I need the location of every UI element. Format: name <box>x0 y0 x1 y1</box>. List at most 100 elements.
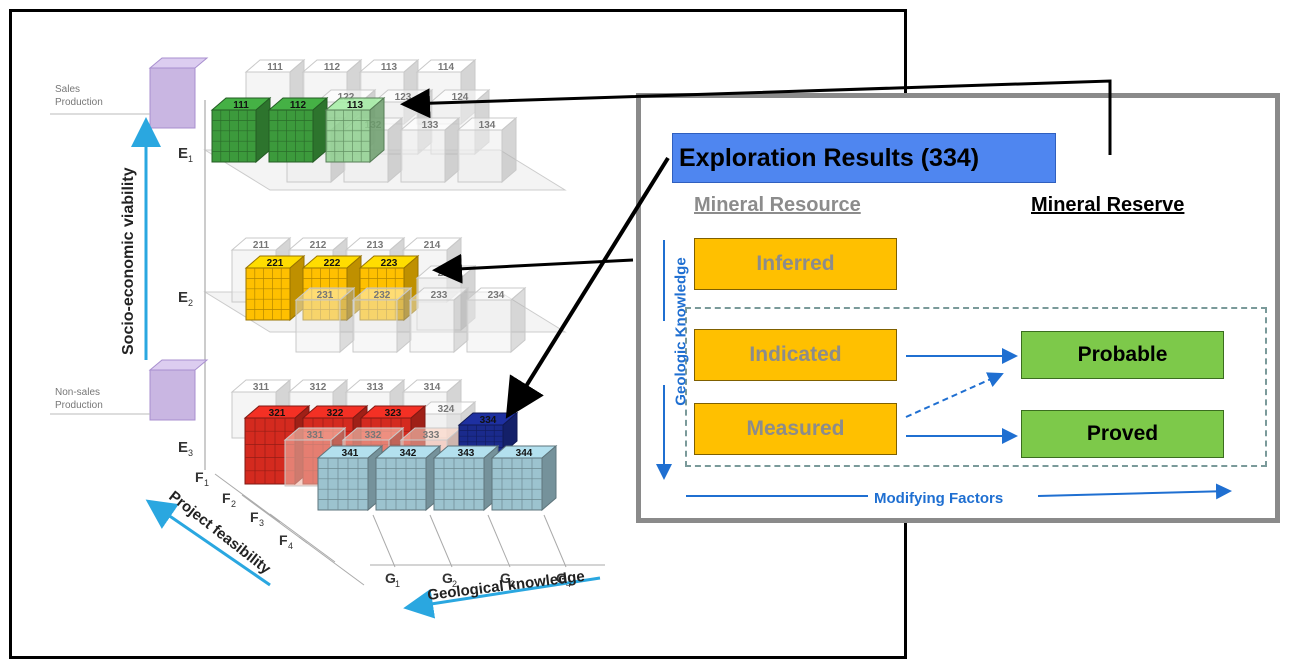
cube-green-111-side <box>255 96 271 164</box>
cube-red-321-label: 321 <box>269 408 286 419</box>
f-axis-sub-3: 3 <box>259 518 264 528</box>
cube-blue-334-label: 334 <box>480 415 497 426</box>
e-axis-sub-3: 3 <box>188 448 193 458</box>
f-axis-sub-2: 2 <box>231 499 236 509</box>
cube-green-113-label: 113 <box>347 100 364 111</box>
g-grid-2 <box>429 514 453 568</box>
g-grid-3 <box>487 514 511 568</box>
cube-124-label: 124 <box>452 92 469 103</box>
cube-231-front <box>295 299 341 353</box>
g-axis-3: G <box>500 570 511 586</box>
cube-233-front <box>409 299 455 353</box>
f-axis-sub-1: 1 <box>204 478 209 488</box>
proved-box: Proved <box>1021 410 1224 458</box>
panel-arrows <box>656 240 1232 500</box>
cube-teal-344-front <box>491 457 543 511</box>
cube-orange-221-label: 221 <box>267 258 284 269</box>
cube-teal-344-side <box>541 444 557 512</box>
cube-332-label: 332 <box>365 430 382 441</box>
cube-234-side <box>510 286 526 354</box>
dashed-group <box>685 307 1267 467</box>
f-axis-3: F <box>250 509 259 525</box>
nonsales-label-2: Production <box>55 400 103 411</box>
f-grid-4 <box>298 536 365 586</box>
g-grid-1 <box>372 514 396 568</box>
sales-label-1: Sales <box>55 84 80 95</box>
cube-232-label: 232 <box>374 290 391 301</box>
cube-133-label: 133 <box>422 120 439 131</box>
cube-teal-342-label: 342 <box>400 448 417 459</box>
modifying-factors-label: Modifying Factors <box>874 490 1004 507</box>
cube-214-label: 214 <box>424 240 441 251</box>
e-axis-3: E <box>178 439 188 456</box>
f-axis-sub-4: 4 <box>288 541 293 551</box>
cube-orange-222-label: 222 <box>324 258 341 269</box>
cube-green-111-front <box>211 109 257 163</box>
cube-green-112-label: 112 <box>290 100 307 111</box>
cube-233-side <box>453 286 469 354</box>
e-axis-1: E <box>178 145 188 162</box>
f-grid-1 <box>214 473 281 523</box>
cube-133-front <box>400 129 446 183</box>
nonsales-cube <box>149 369 196 421</box>
cube-234-label: 234 <box>488 290 505 301</box>
probable-box: Probable <box>1021 331 1224 379</box>
cube-red-322-label: 322 <box>327 408 344 419</box>
classification-panel: Exploration Results (334) Mineral Resour… <box>636 93 1280 523</box>
cube-234-front <box>466 299 512 353</box>
cube-324-label: 324 <box>438 404 455 415</box>
cube-212-label: 212 <box>310 240 327 251</box>
cube-teal-343-label: 343 <box>458 448 475 459</box>
vertical-axis-title: Socio-economic viability <box>120 167 137 355</box>
g-axis-sub-2: 2 <box>452 579 457 589</box>
mineral-reserve-header: Mineral Reserve <box>1031 194 1185 216</box>
cube-green-113-front <box>325 109 371 163</box>
g-axis-1: G <box>385 570 396 586</box>
horizontal-axis-arrow <box>403 576 601 619</box>
sales-cube-top <box>148 57 209 69</box>
measured-box: Measured <box>694 403 897 455</box>
g-axis-sub-1: 1 <box>395 579 400 589</box>
cube-green-113-side <box>369 96 385 164</box>
e-axis-sub-2: 2 <box>188 298 193 308</box>
cube-134-label: 134 <box>479 120 496 131</box>
cube-teal-341-front <box>317 457 369 511</box>
measured-to-probable-dashed-arrow <box>905 372 1004 418</box>
nonsales-label-1: Non-sales <box>55 387 100 398</box>
f-axis-1: F <box>195 469 204 485</box>
cube-213-label: 213 <box>367 240 384 251</box>
cube-112-label: 112 <box>324 62 341 73</box>
sales-cube <box>149 67 196 129</box>
g-axis-4: G <box>556 570 567 586</box>
cube-orange-223-label: 223 <box>381 258 398 269</box>
modifying-arrow-right <box>1037 483 1232 500</box>
cube-teal-343-front <box>433 457 485 511</box>
cube-134-front <box>457 129 503 183</box>
inferred-box: Inferred <box>694 238 897 290</box>
cube-232-side <box>396 286 412 354</box>
cube-green-112-front <box>268 109 314 163</box>
cube-233-label: 233 <box>431 290 448 301</box>
cube-113-label: 113 <box>381 62 398 73</box>
cube-311-label: 311 <box>253 382 270 393</box>
cube-green-111-label: 111 <box>233 100 249 111</box>
cube-333-label: 333 <box>423 430 440 441</box>
cube-232-front <box>352 299 398 353</box>
cube-132-side <box>387 116 403 184</box>
e-axis-2: E <box>178 289 188 306</box>
cube-114-label: 114 <box>438 62 455 73</box>
cube-231-label: 231 <box>317 290 334 301</box>
nonsales-cube-top <box>148 359 209 371</box>
f-axis-4: F <box>279 532 288 548</box>
indicated-box: Indicated <box>694 329 897 381</box>
cube-red-323-label: 323 <box>385 408 402 419</box>
cube-teal-341-label: 341 <box>342 448 359 459</box>
cube-111-label: 111 <box>267 62 283 73</box>
g-axis-sub-3: 3 <box>510 579 515 589</box>
cube-green-112-side <box>312 96 328 164</box>
cube-312-label: 312 <box>310 382 327 393</box>
f-axis-2: F <box>222 490 231 506</box>
mineral-resource-header: Mineral Resource <box>694 194 861 216</box>
cube-314-label: 314 <box>424 382 441 393</box>
